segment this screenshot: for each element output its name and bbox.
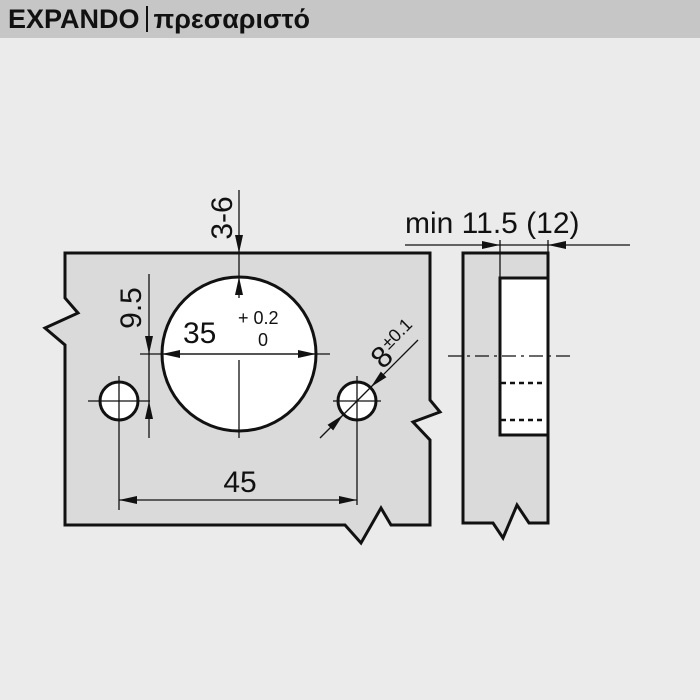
title-separator <box>145 6 148 32</box>
hole-offset-label: 9.5 <box>115 287 148 329</box>
product-subtitle: πρεσαριστό <box>153 3 311 34</box>
front-view: 45 35 + 0.2 0 3-6 9.5 8 ±0.1 <box>42 190 443 546</box>
cup-tolerance-lower: 0 <box>258 330 268 350</box>
cup-depth-label: min 11.5 (12) <box>405 207 580 240</box>
title-bar: EXPANDO πρεσαριστό <box>0 0 700 38</box>
cup-tolerance-upper: + 0.2 <box>238 308 279 328</box>
product-name: EXPANDO <box>8 3 140 34</box>
edge-distance-label: 3-6 <box>206 196 239 239</box>
cup-diameter-label: 35 <box>183 317 216 350</box>
side-view: min 11.5 (12) <box>405 207 630 542</box>
hole-spacing-label: 45 <box>223 466 256 499</box>
